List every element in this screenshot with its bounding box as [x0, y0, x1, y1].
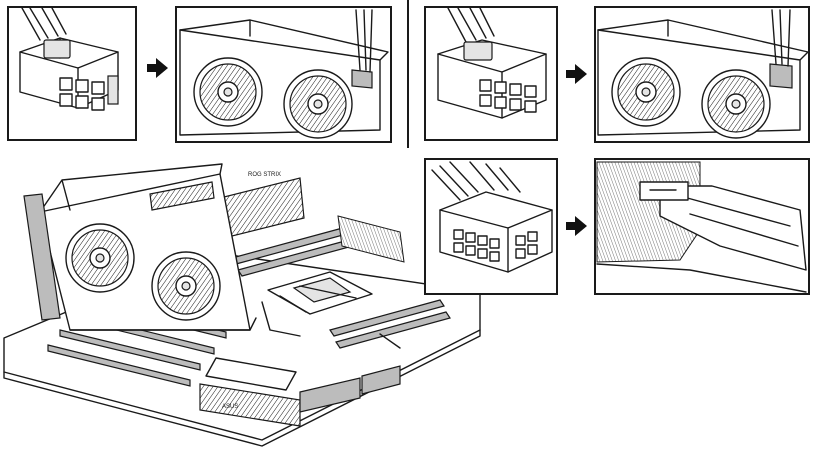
connector-pin-grid — [59, 75, 119, 111]
step-1-connector-panel — [7, 6, 137, 141]
memory-slots — [231, 225, 451, 349]
cpu-socket — [267, 271, 373, 315]
arrow-right-icon — [566, 216, 587, 236]
step-3-cable-panel — [594, 158, 810, 295]
step-3-connector-panel — [424, 158, 558, 295]
arrow-right-icon — [566, 64, 587, 84]
arrow-right-icon — [147, 58, 168, 78]
motherboard-with-gpu-illustration: ASUS ROG STRIX — [3, 163, 481, 447]
gpu-mark: ROG STRIX — [248, 172, 281, 178]
step-2-gpu-panel — [594, 6, 810, 143]
vendor-mark: ASUS — [222, 404, 238, 410]
graphics-card — [23, 163, 257, 331]
connector-pin-grid — [479, 79, 537, 113]
step-2-connector-panel — [424, 6, 558, 141]
connector-pin-grid — [453, 229, 538, 262]
step-1-gpu-panel — [175, 6, 392, 143]
